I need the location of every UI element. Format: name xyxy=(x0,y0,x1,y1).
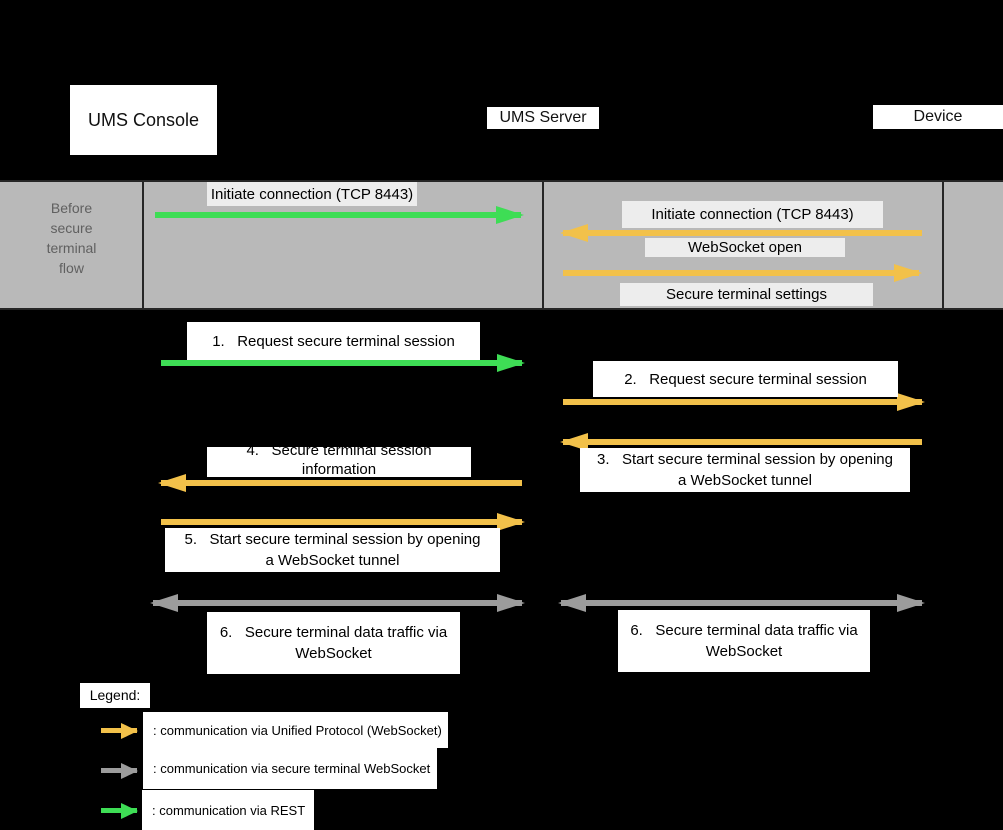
step3-text: 3. Start secure terminal session by open… xyxy=(597,451,893,489)
step4-label: 4. Secure terminal session information xyxy=(207,447,471,477)
arrow-step5-unified xyxy=(160,513,525,531)
arrow-step3-unified xyxy=(560,433,923,451)
band-label-secure-terminal-settings-text: Secure terminal settings xyxy=(666,286,827,303)
arrow-initiate-connection-rest xyxy=(154,206,524,224)
actor-ums-server-label: UMS Server xyxy=(499,109,587,126)
band-label-initiate-connection-device: Initiate connection (TCP 8443) xyxy=(622,201,883,228)
arrow-step4-unified xyxy=(158,474,523,492)
legend-secure-ws-text: : communication via secure terminal WebS… xyxy=(153,761,431,776)
legend-label-unified-protocol: : communication via Unified Protocol (We… xyxy=(143,712,448,748)
band-label-secure-terminal-settings: Secure terminal settings xyxy=(620,283,873,306)
step3-label: 3. Start secure terminal session by open… xyxy=(580,448,910,492)
step4-text: 4. Secure terminal session information xyxy=(246,447,432,477)
arrow-step1-rest xyxy=(160,354,525,372)
legend-title: Legend: xyxy=(80,683,150,708)
band-label-websocket-open: WebSocket open xyxy=(645,238,845,257)
band-label-websocket-open-text: WebSocket open xyxy=(688,238,802,256)
legend-arrow-unified-protocol xyxy=(100,723,138,739)
lifeline-server xyxy=(542,180,544,310)
legend-label-secure-terminal-websocket: : communication via secure terminal WebS… xyxy=(143,748,437,789)
legend-unified-text: : communication via Unified Protocol (We… xyxy=(153,722,442,738)
actor-ums-console-label: UMS Console xyxy=(87,109,200,130)
legend-title-text: Legend: xyxy=(89,687,141,703)
legend-label-rest: : communication via REST xyxy=(142,790,314,830)
arrow-step6-left-websocket xyxy=(150,594,525,612)
actor-device: Device xyxy=(873,105,1003,129)
arrow-initiate-connection-device xyxy=(560,224,923,242)
lifeline-console xyxy=(142,180,144,310)
legend-arrow-secure-terminal-websocket xyxy=(100,763,138,779)
step2-text: 2. Request secure terminal session xyxy=(624,370,867,388)
step6-right-text: 6. Secure terminal data traffic via WebS… xyxy=(630,622,858,660)
actor-ums-console: UMS Console xyxy=(70,85,217,155)
step6-left-label: 6. Secure terminal data traffic via WebS… xyxy=(207,612,460,674)
band-title: Before secure terminal flow xyxy=(46,200,97,276)
band-label-initiate-connection-console: Initiate connection (TCP 8443) xyxy=(207,182,417,206)
arrow-secure-terminal-settings xyxy=(562,264,922,282)
step5-label: 5. Start secure terminal session by open… xyxy=(165,528,500,572)
legend-rest-text: : communication via REST xyxy=(152,802,306,818)
actor-device-label: Device xyxy=(913,108,963,125)
legend-arrow-rest xyxy=(100,803,138,819)
lifeline-device xyxy=(942,180,944,310)
step1-label: 1. Request secure terminal session xyxy=(187,322,480,360)
arrow-step6-right-websocket xyxy=(558,594,925,612)
step6-right-label: 6. Secure terminal data traffic via WebS… xyxy=(618,610,870,672)
step5-text: 5. Start secure terminal session by open… xyxy=(184,531,481,569)
band-label-initiate-connection-device-text: Initiate connection (TCP 8443) xyxy=(651,206,854,223)
arrow-step2-unified xyxy=(562,393,925,411)
step6-left-text: 6. Secure terminal data traffic via WebS… xyxy=(219,624,448,662)
band-label-initiate-connection-console-text: Initiate connection (TCP 8443) xyxy=(210,185,414,203)
step1-text: 1. Request secure terminal session xyxy=(212,332,455,350)
actor-ums-server: UMS Server xyxy=(487,107,599,129)
step2-label: 2. Request secure terminal session xyxy=(593,361,898,397)
